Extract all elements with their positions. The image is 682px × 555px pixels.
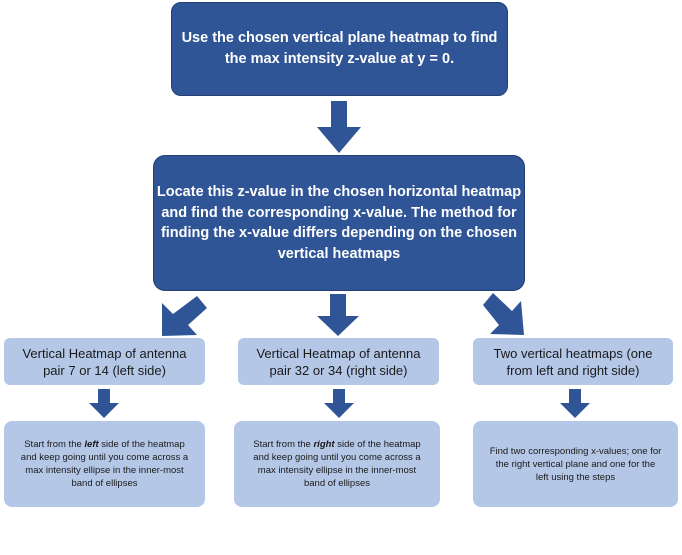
- branch-center-header: Vertical Heatmap of antenna pair 32 or 3…: [238, 338, 439, 385]
- branch-center-header-line-1: Vertical Heatmap of antenna: [256, 345, 421, 361]
- branch-left-step-line-1: Start from the left side of the heatmap: [21, 438, 188, 451]
- branch-right-step-line-3: left using the steps: [535, 471, 616, 483]
- branch-left-header: Vertical Heatmap of antenna pair 7 or 14…: [4, 338, 205, 385]
- branch-center-step-line-1-post: side of the heatmap: [334, 439, 421, 450]
- branch-center-step-line-4: band of ellipses: [303, 478, 370, 489]
- branch-right-step-line-2: the right vertical plane and one for the: [495, 458, 656, 470]
- arrow-top-to-middle: [317, 101, 361, 153]
- branch-left-step-line-4: band of ellipses: [71, 478, 138, 489]
- branch-left-step-emphasis: left: [84, 439, 99, 450]
- arrow-center-header-to-step: [324, 389, 354, 418]
- branch-center-step-line-1-pre: Start from the: [253, 439, 314, 450]
- branch-right-header-line-2: from left and right side): [506, 362, 640, 378]
- branch-left-step: Start from the left side of the heatmap …: [4, 421, 205, 507]
- branch-center-step: Start from the right side of the heatmap…: [234, 421, 440, 507]
- branch-center-step-line-2: and keep going until you come across a: [253, 452, 421, 463]
- middle-step-box: Locate this z-value in the chosen horizo…: [153, 155, 525, 291]
- branch-center-step-line-1: Start from the right side of the heatmap: [253, 438, 420, 451]
- arrow-left-header-to-step: [89, 389, 119, 418]
- top-step-line-1: Use the chosen vertical plane heatmap to…: [181, 30, 498, 46]
- branch-left-step-line-2: and keep going until you come across a: [20, 452, 189, 463]
- arrow-middle-to-right: [483, 293, 524, 335]
- middle-step-line-4: vertical heatmaps: [277, 245, 401, 262]
- arrow-middle-to-center: [317, 294, 359, 336]
- arrow-middle-to-left: [162, 296, 207, 336]
- branch-center-header-line-2: pair 32 or 34 (right side): [269, 362, 408, 378]
- middle-step-line-1: Locate this z-value in the chosen horizo…: [156, 184, 522, 200]
- branch-center-step-line-3: max intensity ellipse in the inner-most: [257, 465, 417, 476]
- branch-left-step-line-1-post: side of the heatmap: [98, 439, 185, 450]
- arrow-right-header-to-step: [560, 389, 590, 418]
- branch-right-step: Find two corresponding x-values; one for…: [473, 421, 678, 507]
- branch-right-header-line-1: Two vertical heatmaps (one: [493, 345, 653, 361]
- branch-left-header-line-2: pair 7 or 14 (left side): [43, 362, 166, 378]
- branch-left-step-line-3: max intensity ellipse in the inner-most: [25, 465, 184, 476]
- top-step-box: Use the chosen vertical plane heatmap to…: [171, 2, 508, 96]
- top-step-line-2: the max intensity z-value at y = 0.: [224, 51, 455, 67]
- middle-step-line-3: finding the x-value differs depending on…: [160, 225, 518, 241]
- middle-step-line-2: and find the corresponding x-value. The …: [161, 204, 517, 221]
- branch-right-step-line-1: Find two corresponding x-values; one for: [489, 445, 662, 457]
- branch-center-step-emphasis: right: [313, 439, 335, 450]
- branch-left-step-line-1-pre: Start from the: [24, 439, 85, 450]
- branch-left-header-line-1: Vertical Heatmap of antenna: [22, 345, 187, 361]
- branch-right-header: Two vertical heatmaps (one from left and…: [473, 338, 673, 385]
